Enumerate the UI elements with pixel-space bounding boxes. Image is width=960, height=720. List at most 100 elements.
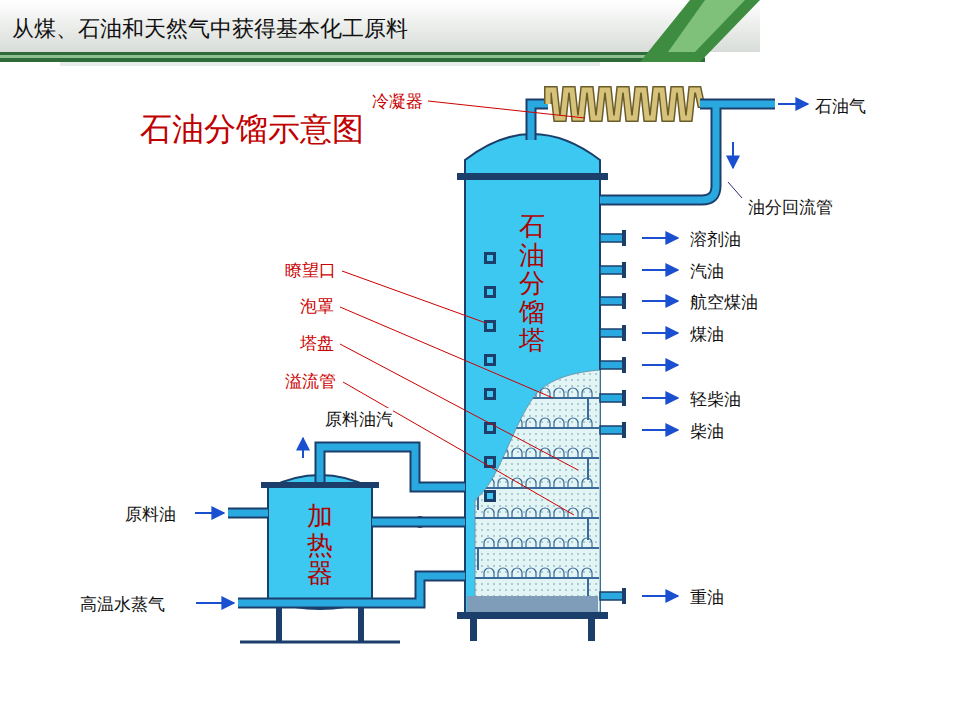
bubble-cap [512,538,522,548]
bubble-cap [582,508,592,518]
bubble-cap [512,388,522,398]
leader-line [428,101,585,118]
outlet-flange [622,262,626,278]
outlet-pipe [600,234,624,242]
bubble-cap [568,478,578,488]
stream-label: 汽油 [690,260,724,283]
outlet-pipe [600,361,624,369]
bubble-cap [512,418,522,428]
bubble-cap [526,418,536,428]
pipe-outline [600,104,775,200]
bubble-cap [568,538,578,548]
bubble-cap [484,568,494,578]
tower-liquid [475,370,600,612]
tower-leg [470,619,477,641]
bubble-cap [582,568,592,578]
stream-label: 煤油 [690,323,724,346]
bubble-cap [540,478,550,488]
pipe [600,104,775,200]
outlet-flange [622,422,626,438]
bubble-cap [498,388,508,398]
outlet-flange [622,325,626,341]
bubble-cap [526,388,536,398]
overflow-tube [587,518,589,540]
bubble-cap [526,478,536,488]
bubble-cap [484,478,494,488]
tower-flange [457,173,608,180]
bubble-cap [554,538,564,548]
node-label: 加热器 [307,502,333,588]
bubble-cap [512,478,522,488]
outlet-flange [622,390,626,406]
peephole-glass [487,357,493,363]
stream-label: 高温水蒸气 [80,593,165,616]
peephole [484,354,496,366]
peephole [484,320,496,332]
callout-label: 溢流管 [285,370,336,393]
pipe-outline [320,447,465,487]
pipe [228,510,268,517]
pipe-outline [531,104,548,140]
tower-body [465,178,600,614]
node-label: 石油分馏塔 [519,212,545,355]
flow-arrow [642,269,678,271]
pipe [238,576,465,603]
pipe-connector [320,447,465,487]
bubble-cap [568,568,578,578]
tower-trays [466,388,599,600]
tray-plate [466,547,599,549]
stream-label: 原料油 [125,503,176,526]
bubble-cap [540,418,550,428]
bubble-cap [498,538,508,548]
flow-arrow [642,429,678,431]
outlet-pipe [600,592,624,600]
bubble-cap [568,388,578,398]
bubble-cap [568,508,578,518]
overflow-tube [587,458,589,480]
pipe [531,104,548,140]
heater-body [268,486,372,602]
bubble-cap [554,478,564,488]
flow-arrow [642,237,678,239]
peephole [484,286,496,298]
slide-title: 从煤、石油和天然气中获得基本化工原料 [12,14,408,44]
header-stripe [0,55,705,58]
stream-label: 油分回流管 [748,196,833,219]
overflow-tube [477,488,479,510]
edge-label: 原料油汽 [325,408,393,431]
bubble-cap [554,508,564,518]
bubble-cap [526,508,536,518]
bubble-cap [540,538,550,548]
outlet-flange [622,588,626,604]
heater-flange [261,482,379,488]
callout-label: 瞭望口 [285,259,336,282]
tower-flange [457,612,608,619]
bubble-cap [582,418,592,428]
bubble-cap [512,568,522,578]
stream-label: 航空煤油 [690,291,758,314]
stream-label: 柴油 [690,420,724,443]
bubble-cap [526,568,536,578]
outlet-pipe [600,297,624,305]
header-shadow [60,62,600,66]
bubble-cap [526,538,536,548]
callout-label: 泡罩 [300,295,334,318]
pipe [372,519,465,526]
bubble-cap [568,448,578,458]
flow-arrow [196,602,234,604]
pipe [320,447,465,487]
bubble-cap [498,478,508,488]
pipe-outline [228,508,268,519]
stream-label: 石油气 [815,95,866,118]
header-tab [668,0,745,52]
bubble-cap [498,508,508,518]
callout-label: 塔盘 [300,332,334,355]
outlet-pipe [600,426,624,434]
base-line [240,641,400,644]
bubble-cap [498,418,508,428]
flow-arrow [195,512,224,514]
leader-line [728,182,742,198]
tray-plate [466,577,599,579]
heavy-oil-layer [467,596,598,612]
